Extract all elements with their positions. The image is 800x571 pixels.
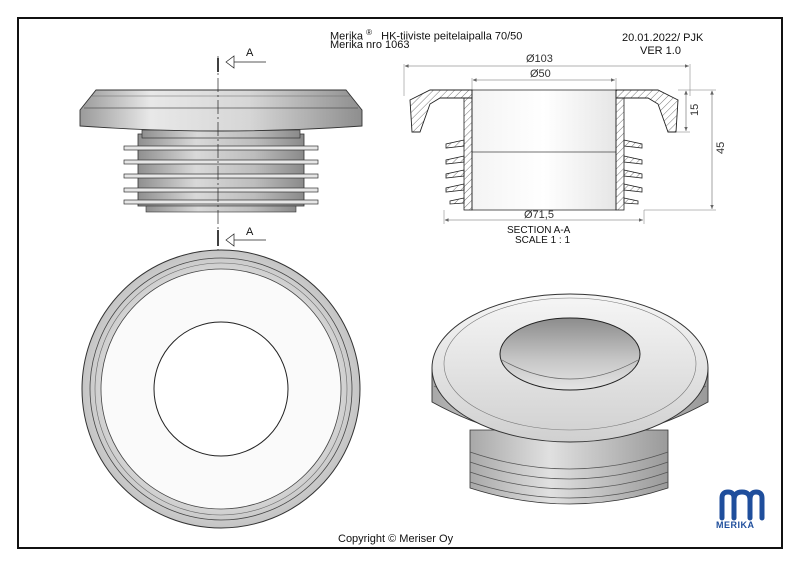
top-view	[81, 249, 361, 529]
scale-caption: SCALE 1 : 1	[515, 235, 571, 246]
merika-logo-icon	[719, 489, 765, 521]
sheet-border	[17, 17, 783, 549]
isometric-view	[431, 293, 709, 505]
section-view: Ø103 Ø50 Ø71,5	[403, 53, 727, 224]
dim-pipe-diameter: Ø71,5	[524, 209, 554, 221]
product-number: Merika nro 1063	[330, 39, 410, 51]
registered-mark: ®	[366, 28, 372, 37]
version-label: VER 1.0	[640, 45, 681, 57]
title-line: Merika ® HK-tiiviste peitelaipalla 70/50	[330, 26, 522, 44]
dim-inner-diameter: Ø50	[530, 68, 551, 80]
brand-name: Merika	[330, 30, 364, 43]
product-name: HK-tiiviste peitelaipalla 70/50	[381, 30, 523, 43]
copyright-text: Copyright © Meriser Oy	[338, 533, 454, 545]
dim-flange-height: 15	[689, 104, 701, 116]
dim-total-height: 45	[715, 142, 727, 154]
front-view: A A	[79, 47, 363, 250]
date-author: 20.01.2022/ PJK	[622, 32, 704, 44]
dim-outer-diameter: Ø103	[526, 53, 553, 65]
merika-logo: MERIKA	[714, 488, 770, 532]
logo-text: MERIKA	[716, 520, 755, 530]
section-caption: SECTION A-A	[507, 225, 571, 236]
section-marker-top: A	[246, 47, 254, 59]
section-marker-bottom: A	[246, 226, 254, 238]
